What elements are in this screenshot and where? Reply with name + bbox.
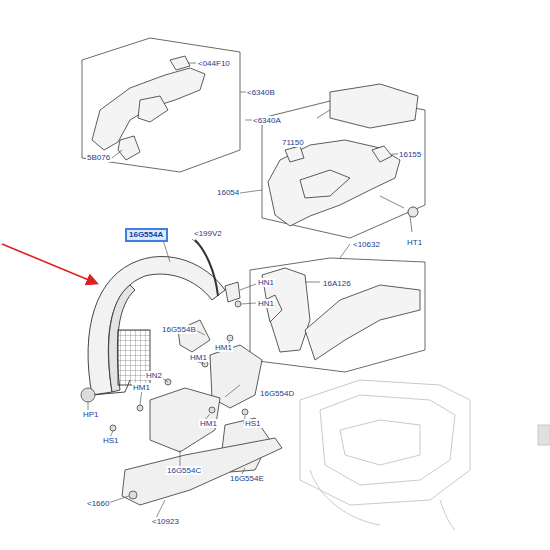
callout-number: 16G554C: [166, 466, 202, 475]
callout-number: 5B076: [86, 153, 111, 162]
highlighted-callout: 16G554A: [125, 228, 168, 242]
callout-number: 16G554A: [129, 230, 164, 240]
callout-number: HM1: [214, 343, 233, 352]
callout-number: HM1: [199, 419, 218, 428]
callout-number: <10632: [352, 240, 381, 249]
callout-number: HN1: [257, 299, 275, 308]
callout-number: 71150: [281, 138, 305, 147]
callout-number: <6340A: [252, 116, 282, 125]
callout-number: <10923: [151, 517, 180, 526]
callout-number: 16G554E: [229, 474, 265, 483]
callout-number: HM1: [132, 383, 151, 392]
callout-number: <199V2: [193, 229, 223, 238]
callout-number: HS1: [244, 419, 262, 428]
callout-number: HN2: [145, 371, 163, 380]
callout-number: 16G554D: [259, 389, 295, 398]
callout-number: <044F10: [197, 59, 231, 68]
callout-number: <1660: [86, 499, 110, 508]
callout-number: 16G554B: [161, 325, 197, 334]
callout-number: <6340B: [246, 88, 276, 97]
callout-number: 16A126: [322, 279, 352, 288]
callout-number: HS1: [102, 436, 120, 445]
callout-number: HP1: [82, 410, 100, 419]
callout-number: HM1: [189, 353, 208, 362]
callout-number: HT1: [406, 238, 423, 247]
callout-number: 16155: [398, 150, 422, 159]
callout-number: HN1: [257, 278, 275, 287]
callout-number: 16054: [216, 188, 240, 197]
